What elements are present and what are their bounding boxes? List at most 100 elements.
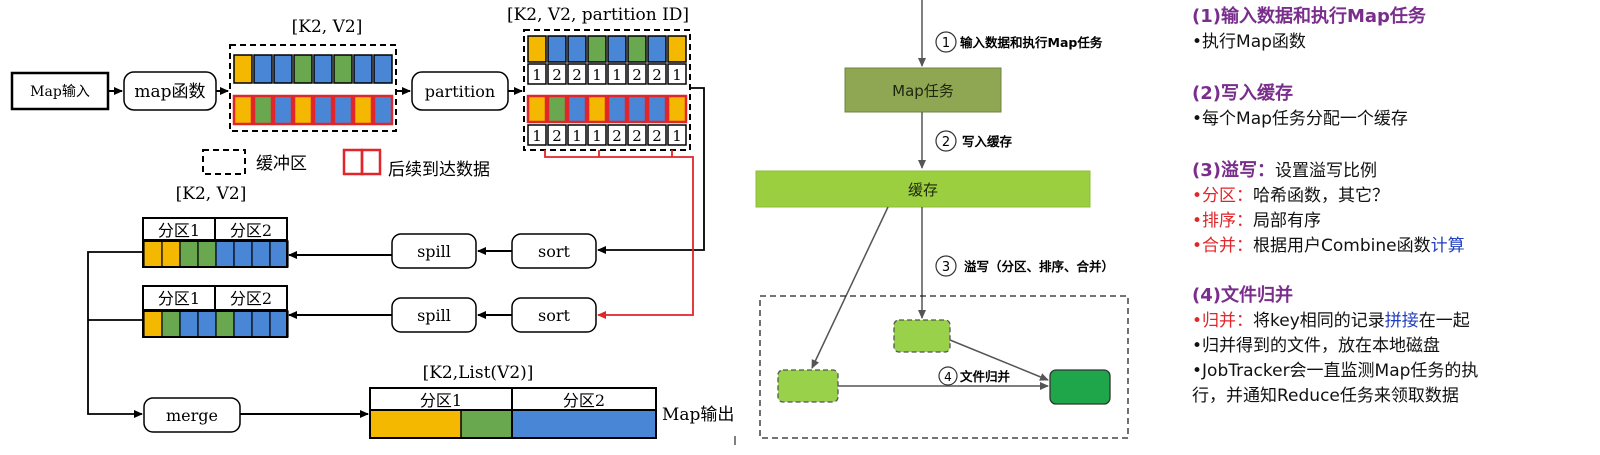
cache-label: 缓存 xyxy=(908,181,938,199)
spill-cell xyxy=(143,240,163,268)
partition-id-cell xyxy=(627,124,647,146)
step1-label: 输入数据和执行Map任务 xyxy=(960,35,1103,50)
later-data-cell xyxy=(372,94,394,126)
spill-file-mid xyxy=(893,319,951,353)
partition-id: 1 xyxy=(672,66,682,84)
step3-num: 3 xyxy=(942,260,950,275)
map-output-label: Map输出 xyxy=(662,405,734,425)
partition-id-cell xyxy=(607,63,627,85)
partition-id-cell xyxy=(667,63,687,85)
map-output-file: 分区1 分区2 xyxy=(369,387,657,439)
map-input-label: Map输入 xyxy=(30,84,90,100)
local-disk-box xyxy=(759,295,1129,439)
step1-num: 1 xyxy=(942,36,950,51)
data-cell xyxy=(627,35,647,63)
later-data-cell xyxy=(566,94,588,124)
section-4-val-1b: 在一起 xyxy=(1418,311,1470,331)
step4-label: 文件归并 xyxy=(960,369,1011,384)
map-task-label: Map任务 xyxy=(892,82,954,100)
spill-cell xyxy=(233,310,253,338)
arrow-later-to-sort-2 xyxy=(597,156,694,319)
later-data-cell xyxy=(352,94,374,126)
partition-id-cell xyxy=(587,63,607,85)
partition-id: 2 xyxy=(552,66,562,84)
section-3-val-2: 局部有序 xyxy=(1253,211,1322,231)
partition-id: 1 xyxy=(672,127,682,145)
later-data-cell xyxy=(646,94,668,124)
kv-list-label: [K2,List(V2)] xyxy=(423,363,534,383)
spill-file-left xyxy=(777,369,839,403)
spill-cell xyxy=(251,240,271,268)
step2-label: 写入缓存 xyxy=(962,134,1013,149)
partition-id-cell xyxy=(547,63,567,85)
later-data-cell xyxy=(626,94,648,124)
section-3-val-3-emph: 计算 xyxy=(1430,236,1465,256)
later-data-cell xyxy=(586,94,608,124)
spill-cell xyxy=(197,310,217,338)
merge-label: merge xyxy=(166,406,218,425)
section-3-key-1: •分区： xyxy=(1192,186,1254,206)
partition-id: 1 xyxy=(592,127,602,145)
partition-id-cell xyxy=(607,124,627,146)
spill-cell xyxy=(269,310,289,338)
step3-label: 溢写（分区、排序、合并） xyxy=(964,259,1114,274)
step1-circle xyxy=(935,31,957,53)
later-data-cell xyxy=(546,94,568,124)
partition-id: 2 xyxy=(552,127,562,145)
data-cell xyxy=(667,35,687,63)
section-4-val-1-emph: 拼接 xyxy=(1384,311,1419,331)
section-4-line-3: •JobTracker会一直监测Map任务的执 xyxy=(1192,361,1479,381)
sort-label-2: sort xyxy=(538,306,570,325)
partition-id-cell xyxy=(547,124,567,146)
data-cell xyxy=(647,35,667,63)
spill-cell xyxy=(251,310,271,338)
later-data-cell xyxy=(232,94,254,126)
section-3-val-3: 根据用户Combine函数 xyxy=(1253,236,1431,256)
map-input-box xyxy=(10,71,110,111)
section-2-title: (2)写入缓存 xyxy=(1192,83,1293,104)
output-part2: 分区2 xyxy=(563,391,605,410)
later-data-cell xyxy=(252,94,274,126)
partition-id-cell xyxy=(587,124,607,146)
section-3-val-1: 哈希函数，其它？ xyxy=(1253,186,1390,206)
section-2: (2)写入缓存 •每个Map任务分配一个缓存 xyxy=(1192,81,1597,132)
kv-top-label: [K2, V2] xyxy=(292,17,363,37)
step2-circle xyxy=(935,130,957,152)
spill-file-2: 分区1 分区2 xyxy=(142,285,289,338)
section-3-title: (3)溢写： xyxy=(1192,160,1275,181)
map-function-label: map函数 xyxy=(134,82,205,102)
section-4-title: (4)文件归并 xyxy=(1192,285,1293,306)
partition-id: 2 xyxy=(632,66,642,84)
partition-id: 1 xyxy=(572,127,582,145)
legend-later-swatch-b xyxy=(360,148,382,176)
section-1: (1)输入数据和执行Map任务 •执行Map函数 xyxy=(1192,4,1597,55)
spill-label-2: spill xyxy=(417,306,451,325)
spill-cell xyxy=(197,240,217,268)
spill-cell xyxy=(161,240,181,268)
legend-buffer-swatch xyxy=(202,149,246,175)
spill-file-2-part1: 分区1 xyxy=(158,289,200,308)
section-3: (3)溢写：设置溢写比例 •分区：哈希函数，其它？ •排序：局部有序 •合并：根… xyxy=(1192,158,1597,259)
section-4-key-1: •归并： xyxy=(1192,311,1254,331)
spill-file-2-part2: 分区2 xyxy=(230,289,272,308)
spill-label-1: spill xyxy=(417,242,451,261)
partition-label: partition xyxy=(425,82,495,101)
kv-mid-label: [K2, V2] xyxy=(176,184,247,204)
middle-flow: 1 输入数据和执行Map任务 Map任务 2 写入缓存 缓存 3 溢写（分区、排… xyxy=(755,0,1129,439)
section-4-val-1a: 将key相同的记录 xyxy=(1253,311,1385,331)
buffer-row-2 xyxy=(232,94,394,126)
sort-label-1: sort xyxy=(538,242,570,261)
spill-cell xyxy=(233,240,253,268)
partition-id-cell xyxy=(527,124,547,146)
data-cell xyxy=(567,35,587,63)
later-data-cell xyxy=(526,94,548,124)
step2-num: 2 xyxy=(942,135,950,150)
description-panel: (1)输入数据和执行Map任务 •执行Map函数 (2)写入缓存 •每个Map任… xyxy=(1192,4,1597,452)
step3-circle xyxy=(935,255,957,277)
section-4-line-2: •归并得到的文件，放在本地磁盘 xyxy=(1192,336,1441,356)
data-cell xyxy=(527,35,547,63)
section-3-key-2: •排序： xyxy=(1192,211,1254,231)
partition-id: 1 xyxy=(612,66,622,84)
spill-file-1-part2: 分区2 xyxy=(230,221,272,240)
